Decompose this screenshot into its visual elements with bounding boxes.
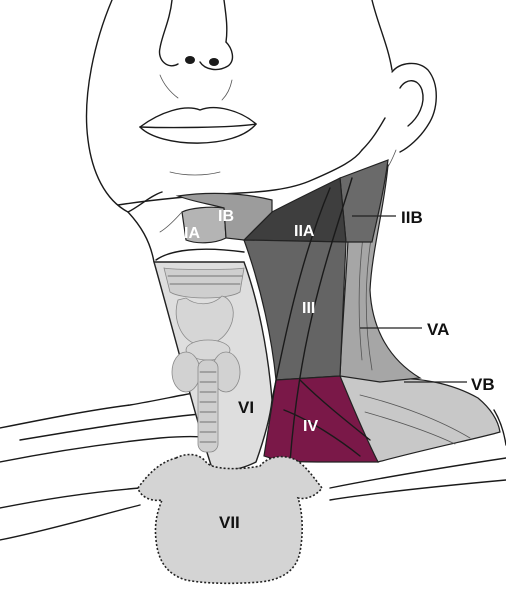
- label-ia: IA: [184, 225, 200, 242]
- label-iv: IV: [303, 418, 318, 435]
- label-iii: III: [302, 300, 315, 317]
- mouth: [140, 108, 256, 143]
- label-iib: IIB: [401, 208, 423, 227]
- level-iib-region: [340, 160, 388, 242]
- label-vb: VB: [471, 375, 495, 394]
- label-vii: VII: [219, 513, 240, 532]
- label-iia: IIA: [294, 223, 315, 240]
- label-ib: IB: [218, 208, 234, 225]
- label-vi: VI: [238, 398, 254, 417]
- ear: [384, 63, 436, 172]
- label-va: VA: [427, 320, 449, 339]
